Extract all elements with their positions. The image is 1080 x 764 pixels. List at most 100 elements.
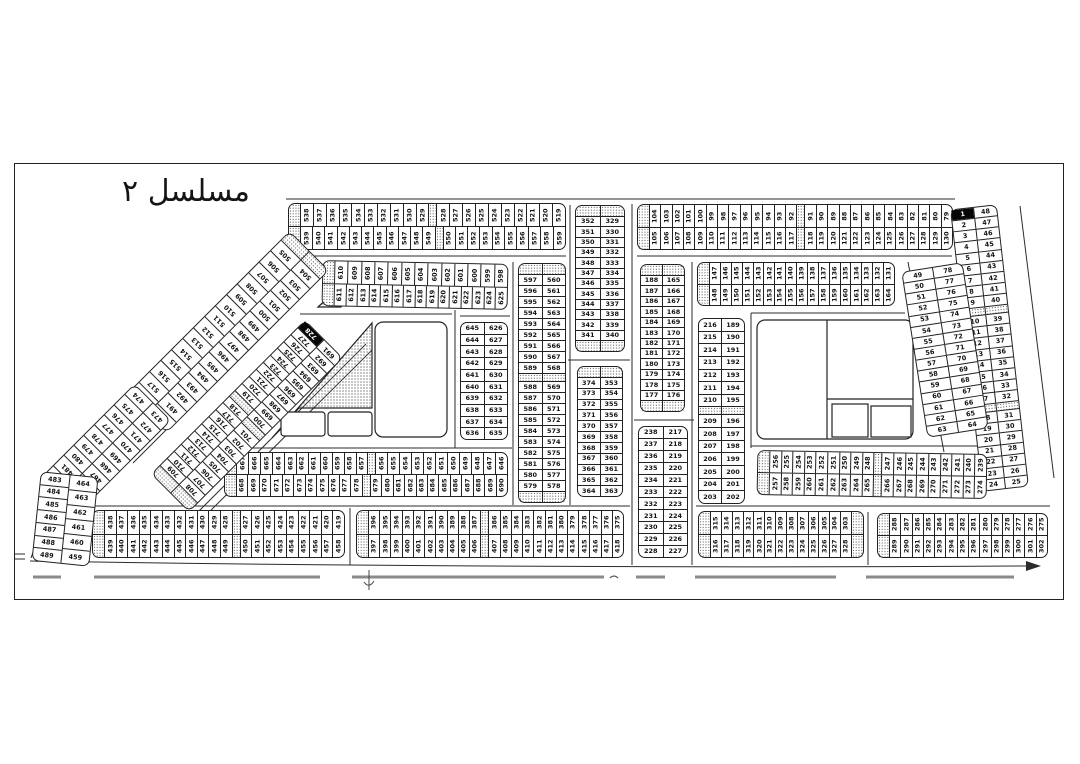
plot-306: 306 [807, 512, 819, 534]
plot-273: 273 [962, 476, 975, 498]
plot-451: 451 [251, 534, 263, 557]
plot-207: 207 [699, 439, 721, 453]
plot-385: 385 [499, 511, 511, 534]
plot-449: 449 [219, 534, 232, 557]
plot-606: 606 [387, 262, 402, 285]
plot-688: 688 [472, 475, 484, 496]
plot-170: 170 [663, 327, 684, 337]
plot-444: 444 [161, 534, 174, 557]
plot-373: 373 [578, 387, 600, 399]
plot-156: 156 [796, 284, 807, 305]
plot-430: 430 [196, 511, 209, 534]
plot-111: 111 [717, 227, 728, 249]
plot-526: 526 [462, 204, 475, 226]
plot-343: 343 [576, 308, 600, 319]
plot-458: 458 [332, 534, 344, 557]
plot-335: 335 [600, 277, 624, 288]
plot-615: 615 [379, 284, 392, 307]
plot-196: 196 [722, 414, 744, 427]
plot-626: 626 [488, 324, 503, 333]
plot-275: 275 [1035, 514, 1047, 535]
plot-646: 646 [495, 453, 507, 474]
plot-320: 320 [753, 535, 764, 557]
plot-680: 680 [381, 475, 392, 496]
plot-660: 660 [319, 453, 332, 474]
plot-248: 248 [861, 452, 874, 475]
dotted-cap [357, 511, 368, 534]
plot-535: 535 [338, 204, 352, 226]
plot-235: 235 [639, 461, 663, 474]
plot-392: 392 [412, 511, 424, 534]
plot-107: 107 [671, 227, 683, 249]
hatch-divider [367, 453, 376, 474]
plot-457: 457 [320, 534, 333, 557]
plot-267: 267 [892, 475, 905, 497]
plot-689: 689 [484, 475, 495, 496]
hatch-divider [542, 373, 565, 381]
plot-237: 237 [639, 437, 663, 450]
plot-533: 533 [364, 204, 377, 226]
plot-332: 332 [600, 246, 624, 257]
plot-180: 180 [641, 358, 662, 368]
plot-127: 127 [906, 227, 918, 249]
plot-448: 448 [208, 534, 220, 557]
plot-148: 148 [709, 284, 720, 305]
plot-531: 531 [389, 204, 403, 226]
plot-105: 105 [649, 227, 660, 249]
plot-263: 263 [838, 474, 851, 496]
plot-294: 294 [945, 536, 956, 557]
plot-383: 383 [522, 511, 533, 534]
plot-410: 410 [522, 534, 533, 557]
plot-609: 609 [347, 261, 362, 284]
plot-293: 293 [934, 536, 945, 557]
plot-445: 445 [173, 534, 186, 557]
plot-436: 436 [127, 511, 139, 534]
plot-532: 532 [377, 204, 390, 226]
plot-395: 395 [379, 511, 390, 534]
road-arrow-icon [1026, 561, 1041, 571]
plot-274: 274 [973, 476, 986, 498]
plot-654: 654 [399, 453, 411, 474]
dotted-cap [225, 475, 236, 496]
plot-277: 277 [1013, 514, 1024, 535]
plot-608: 608 [360, 261, 375, 284]
plot-254: 254 [792, 451, 805, 473]
plot-234: 234 [639, 473, 663, 486]
plot-433: 433 [161, 511, 174, 534]
plot-354: 354 [600, 387, 622, 399]
plot-229: 229 [639, 533, 663, 545]
plot-595: 595 [519, 296, 542, 307]
plot-80: 80 [929, 205, 940, 227]
dotted-cap [663, 400, 684, 412]
plot-398: 398 [379, 534, 390, 557]
plot-669: 669 [247, 475, 258, 496]
plot-459: 459 [60, 548, 90, 566]
plot-154: 154 [774, 284, 785, 305]
plot-92: 92 [785, 205, 796, 227]
plot-174: 174 [663, 368, 684, 379]
plot-305: 305 [818, 512, 829, 534]
plot-390: 390 [435, 511, 446, 534]
plot-424: 424 [274, 511, 286, 534]
plot-187: 187 [641, 285, 662, 295]
plot-203: 203 [699, 490, 721, 503]
plot-681: 681 [392, 475, 404, 496]
plot-147: 147 [709, 263, 720, 284]
plot-583: 583 [519, 436, 542, 447]
plot-676: 676 [327, 475, 339, 496]
plot-342: 342 [576, 319, 600, 329]
plot-576: 576 [542, 458, 565, 469]
plot-394: 394 [390, 511, 401, 534]
plot-325: 325 [807, 535, 819, 557]
plot-565: 565 [542, 329, 565, 340]
dotted-cap [638, 227, 649, 249]
plot-601: 601 [453, 263, 468, 286]
